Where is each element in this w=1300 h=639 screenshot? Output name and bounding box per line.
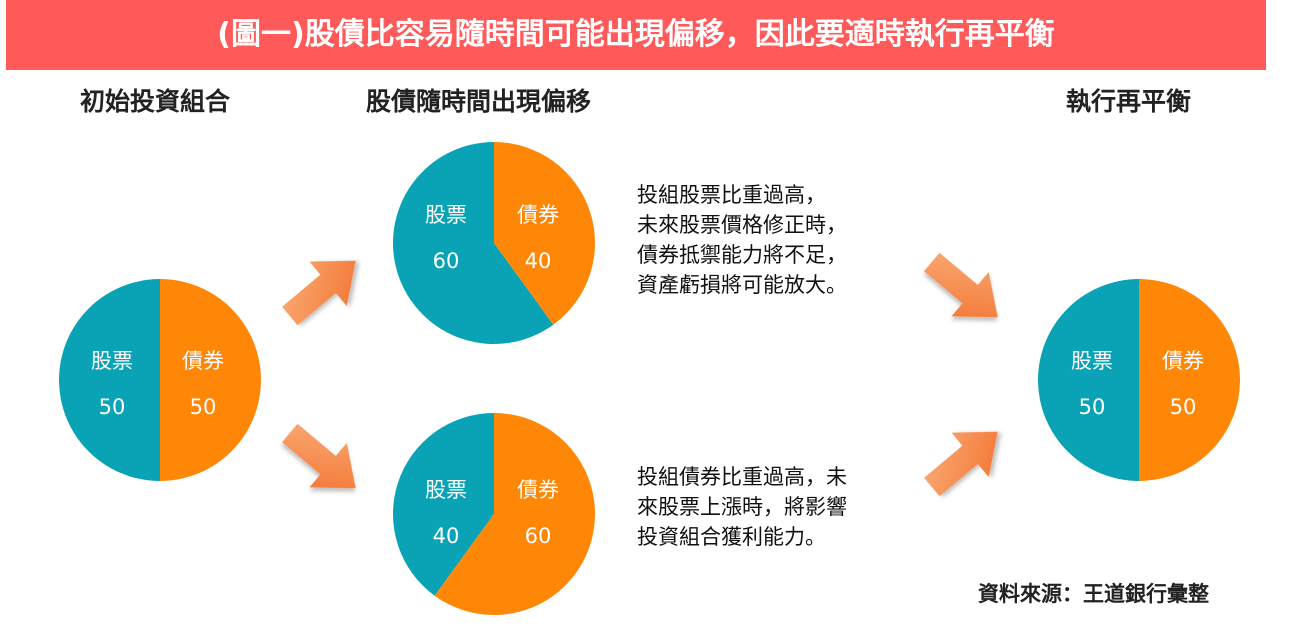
- description-top-line: 未來股票價格修正時，: [637, 213, 847, 237]
- pie-drift-bottom-stocks-label: 股票: [425, 478, 467, 502]
- pie-drift-top-stocks-label: 股票: [425, 203, 467, 227]
- pie-rebalanced-bonds-slice: [1139, 279, 1240, 481]
- pie-drift-bottom-stocks-value: 40: [433, 524, 460, 548]
- heading-drift: 股債隨時間出現偏移: [366, 87, 592, 116]
- pie-drift-top-bonds-slice: [494, 142, 596, 325]
- pie-rebalanced-stocks-value: 50: [1079, 395, 1106, 419]
- pie-drift-bottom: 股票 40 債券 60: [392, 412, 595, 616]
- arrow-initial-to-top: [282, 260, 356, 326]
- pie-rebalanced-stocks-slice: [1038, 279, 1139, 481]
- pie-drift-top-bonds-label: 債券: [517, 203, 559, 227]
- pie-drift-bottom-stocks-slice: [392, 412, 494, 596]
- heading-rebalance: 執行再平衡: [1066, 87, 1192, 116]
- pie-drift-bottom-bonds-label: 債券: [517, 478, 559, 502]
- pie-drift-top-stocks-value: 60: [433, 249, 460, 273]
- pie-initial-stocks-value: 50: [99, 395, 126, 419]
- pie-drift-top-bonds-value: 40: [525, 249, 552, 273]
- arrow-bottom-to-rebalanced: [924, 431, 998, 497]
- pie-initial-bonds-label: 債券: [182, 349, 224, 373]
- pie-initial: 股票 50 債券 50: [59, 279, 261, 481]
- source-note: 資料來源：王道銀行彙整: [978, 582, 1209, 606]
- pie-rebalanced-bonds-label: 債券: [1162, 349, 1204, 373]
- pie-rebalanced-bonds-value: 50: [1170, 395, 1197, 419]
- pie-drift-bottom-bonds-value: 60: [525, 524, 552, 548]
- description-top-line: 資產虧損將可能放大。: [637, 273, 847, 297]
- title-banner: (圖一)股債比容易隨時間可能出現偏移，因此要適時執行再平衡: [6, 0, 1266, 70]
- arrow-top-to-rebalanced: [924, 252, 998, 318]
- description-top-line: 債券抵禦能力將不足，: [637, 243, 847, 267]
- pie-drift-top-stocks-slice: [393, 142, 554, 344]
- description-bottom-line: 來股票上漲時，將影響: [637, 495, 847, 519]
- description-top: 投組股票比重過高， 未來股票價格修正時， 債券抵禦能力將不足， 資產虧損將可能放…: [637, 180, 847, 300]
- pie-drift-top: 股票 60 債券 40: [393, 142, 596, 344]
- description-bottom-line: 投組債券比重過高，未: [637, 465, 847, 489]
- pie-rebalanced-stocks-label: 股票: [1071, 349, 1113, 373]
- pie-initial-bonds-slice: [160, 279, 261, 481]
- description-top-line: 投組股票比重過高，: [637, 183, 826, 207]
- arrow-initial-to-bottom: [282, 423, 356, 489]
- pie-initial-stocks-label: 股票: [91, 349, 133, 373]
- description-bottom-line: 投資組合獲利能力。: [637, 525, 826, 549]
- pie-initial-bonds-value: 50: [190, 395, 217, 419]
- pie-rebalanced: 股票 50 債券 50: [1038, 279, 1240, 481]
- page-title: (圖一)股債比容易隨時間可能出現偏移，因此要適時執行再平衡: [217, 17, 1055, 52]
- pie-drift-bottom-bonds-slice: [434, 413, 595, 616]
- heading-initial: 初始投資組合: [80, 87, 231, 116]
- description-bottom: 投組債券比重過高，未 來股票上漲時，將影響 投資組合獲利能力。: [637, 462, 847, 552]
- pie-initial-stocks-slice: [59, 279, 160, 481]
